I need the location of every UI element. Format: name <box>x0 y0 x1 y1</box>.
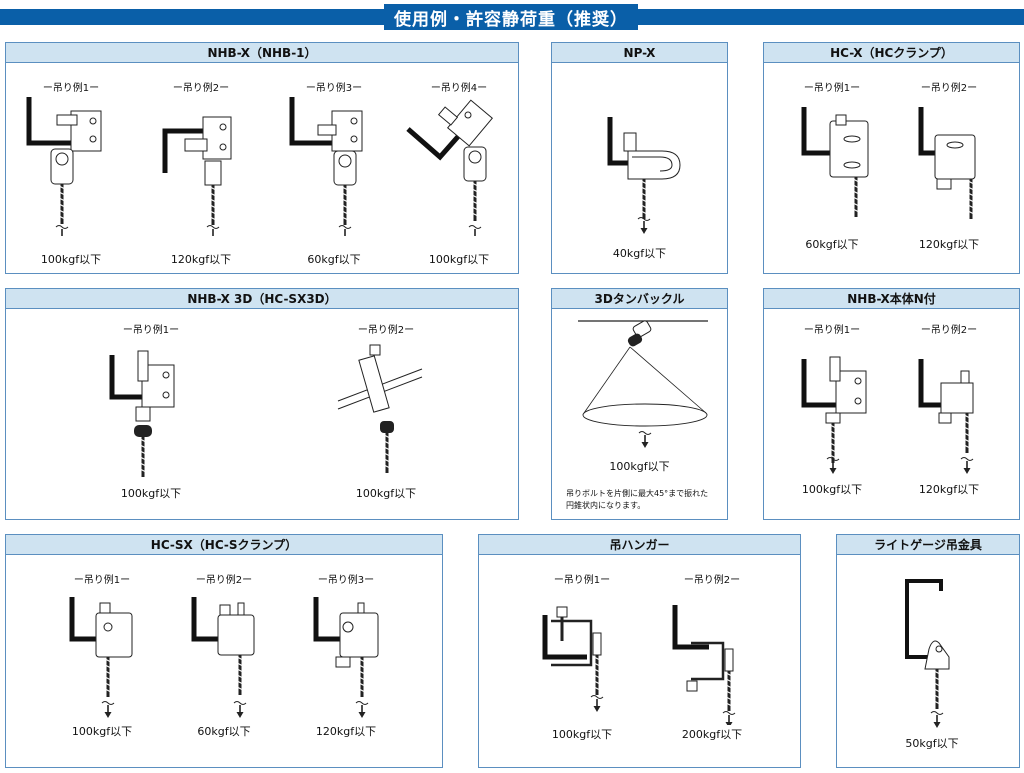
example-label: ー吊り例1ー <box>73 575 131 586</box>
load-rating: 100kgf以下 <box>40 253 102 266</box>
panel-hcx: HC-X（HCクランプ） ー吊り例1ー 60kgf以下 ー吊り例2ー 120kg… <box>763 42 1020 274</box>
example-nhbx-2: ー吊り例2ー 120kgf以下 <box>151 79 251 269</box>
panel-title: ライトゲージ吊金具 <box>837 535 1019 555</box>
example-hcx-1: ー吊り例1ー 60kgf以下 <box>782 79 882 264</box>
load-rating: 100kgf以下 <box>71 725 133 738</box>
example-label: ー吊り例2ー <box>683 575 741 586</box>
header-band-left <box>0 9 384 25</box>
panel-title: NHB-X 3D（HC-SX3D） <box>6 289 518 309</box>
example-label: ー吊り例3ー <box>305 83 363 94</box>
load-rating: 120kgf以下 <box>170 253 232 266</box>
clamp-illustration <box>26 97 102 236</box>
load-rating: 100kgf以下 <box>609 460 670 473</box>
example-label: ー吊り例2ー <box>195 575 253 586</box>
note-line-2: 円錐状内になります。 <box>566 501 646 510</box>
example-npx-1: 40kgf以下 <box>582 93 697 268</box>
example-label: ー吊り例1ー <box>122 325 180 336</box>
page-title: 使用例・許容静荷重（推奨） <box>384 4 638 30</box>
note-text: 吊りボルトを片側に最大45°まで振れた 円錐状内になります。 <box>566 488 726 512</box>
example-hanger-1: ー吊り例1ー 100kgf以下 <box>527 571 637 761</box>
panel-title: HC-X（HCクランプ） <box>764 43 1019 63</box>
example-nhbx-1: ー吊り例1ー 100kgf以下 <box>21 79 121 269</box>
clamp-illustration <box>162 116 232 236</box>
example-label: ー吊り例2ー <box>920 325 978 336</box>
example-nhbx-4: ー吊り例4ー 100kgf以下 <box>404 79 514 269</box>
panel-hanger: 吊ハンガー ー吊り例1ー 100kgf以下 ー吊り例2ー 200kgf以下 <box>478 534 801 768</box>
load-rating: 100kgf以下 <box>551 728 613 741</box>
lightgauge-illustration <box>905 579 950 729</box>
load-rating: 100kgf以下 <box>428 253 490 266</box>
clamp-illustration <box>918 359 974 475</box>
example-nhbxn-1: ー吊り例1ー 100kgf以下 <box>782 321 882 511</box>
clamp-illustration <box>191 597 255 719</box>
load-rating: 200kgf以下 <box>681 728 743 741</box>
example-label: ー吊り例2ー <box>172 83 230 94</box>
load-rating: 60kgf以下 <box>197 725 251 738</box>
panel-nhbx: NHB-X（NHB-1） ー吊り例1ー 100kgf以下 ー吊り例2ー 120k… <box>5 42 519 274</box>
example-lightgauge-1: 50kgf以下 <box>877 565 987 760</box>
panel-nhbx3d: NHB-X 3D（HC-SX3D） ー吊り例1ー 100kgf以下 ー吊り例2ー… <box>5 288 519 520</box>
example-label: ー吊り例1ー <box>803 325 861 336</box>
example-nhbx3d-2: ー吊り例2ー 100kgf以下 <box>336 321 436 516</box>
example-hanger-2: ー吊り例2ー 200kgf以下 <box>657 571 767 761</box>
example-label: ー吊り例2ー <box>920 83 978 94</box>
note-line-1: 吊りボルトを片側に最大45°まで振れた <box>566 489 709 498</box>
example-hcsx-3: ー吊り例3ー 120kgf以下 <box>296 571 396 761</box>
load-rating: 100kgf以下 <box>801 483 863 496</box>
example-label: ー吊り例3ー <box>317 575 375 586</box>
clamp-illustration <box>801 356 867 475</box>
example-hcsx-2: ー吊り例2ー 60kgf以下 <box>174 571 274 761</box>
load-rating: 60kgf以下 <box>805 238 859 251</box>
clamp-illustration <box>406 99 493 236</box>
panel-title: 3Dタンバックル <box>552 289 727 309</box>
load-rating: 100kgf以下 <box>355 487 417 500</box>
header-band-right <box>638 9 1024 25</box>
example-label: ー吊り例2ー <box>357 325 415 336</box>
panel-npx: NP-X 40kgf以下 <box>551 42 728 274</box>
cone-illustration <box>578 320 708 449</box>
panel-title: NHB-X（NHB-1） <box>6 43 518 63</box>
example-label: ー吊り例1ー <box>42 83 100 94</box>
panel-title: NHB-X本体N付 <box>764 289 1019 309</box>
clamp-illustration <box>918 107 976 221</box>
example-hcx-2: ー吊り例2ー 120kgf以下 <box>899 79 999 264</box>
panel-hcsx: HC-SX（HC-Sクランプ） ー吊り例1ー 100kgf以下 ー吊り例2ー 6… <box>5 534 443 768</box>
clamp-illustration <box>289 97 363 236</box>
panel-title: NP-X <box>552 43 727 63</box>
example-nhbx-3: ー吊り例3ー 60kgf以下 <box>284 79 384 269</box>
panel-lightgauge: ライトゲージ吊金具 50kgf以下 <box>836 534 1020 768</box>
example-label: ー吊り例1ー <box>553 575 611 586</box>
hanger-illustration <box>542 606 604 713</box>
clamp-illustration <box>69 597 133 719</box>
clamp-illustration <box>801 107 869 219</box>
load-rating: 40kgf以下 <box>612 247 667 260</box>
example-label: ー吊り例4ー <box>430 83 488 94</box>
load-rating: 60kgf以下 <box>307 253 361 266</box>
panel-title: 吊ハンガー <box>479 535 800 555</box>
panel-turnbuckle: 3Dタンバックル 100kgf以下 吊りボルトを片側に最大45°まで振れた 円錐… <box>551 288 728 520</box>
clamp-illustration <box>109 350 175 479</box>
example-label: ー吊り例1ー <box>803 83 861 94</box>
clamp-illustration <box>313 597 379 719</box>
hanger-illustration <box>672 605 736 725</box>
panel-title: HC-SX（HC-Sクランプ） <box>6 535 442 555</box>
load-rating: 120kgf以下 <box>315 725 377 738</box>
load-rating: 120kgf以下 <box>918 238 980 251</box>
example-nhbx3d-1: ー吊り例1ー 100kgf以下 <box>96 321 206 516</box>
example-hcsx-1: ー吊り例1ー 100kgf以下 <box>52 571 152 761</box>
load-rating: 100kgf以下 <box>120 487 182 500</box>
load-rating: 50kgf以下 <box>905 737 959 750</box>
clamp-illustration <box>607 117 681 235</box>
example-nhbxn-2: ー吊り例2ー 120kgf以下 <box>899 321 999 511</box>
load-rating: 120kgf以下 <box>918 483 980 496</box>
clamp-illustration <box>337 344 423 475</box>
panel-nhbxn: NHB-X本体N付 ー吊り例1ー 100kgf以下 ー吊り例2ー 120kgf以… <box>763 288 1020 520</box>
